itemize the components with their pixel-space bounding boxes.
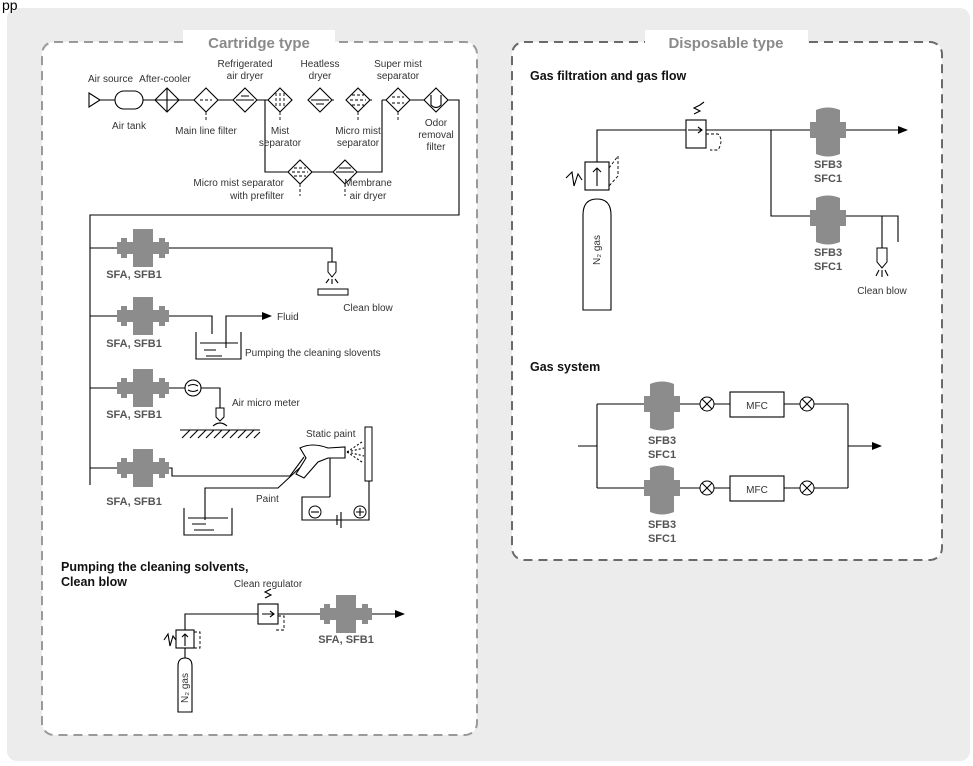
label-pumping: Pumping the cleaning slovents	[245, 348, 381, 359]
supply-chain-labels: Air source . After-cooler Refrigerated a…	[88, 59, 454, 202]
gf-clean-blow: Clean blow	[857, 286, 907, 297]
regulator-symbol	[685, 119, 707, 149]
label-air-source: Air source	[88, 74, 133, 85]
label-mist-sep-1: Mist	[271, 126, 290, 137]
refrigerated-dryer-symbol	[232, 87, 258, 113]
cartridge-title: Cartridge type	[208, 35, 310, 52]
air-tank-symbol	[114, 90, 144, 110]
label-super-mist-1: Super mist	[374, 59, 422, 70]
label-clean-regulator: Clean regulator	[234, 579, 303, 590]
blow-nozzle-icon	[327, 261, 337, 278]
label-main-line-filter: Main line filter	[175, 126, 237, 137]
label-micro-prefilter-1: Micro mist separator	[193, 178, 284, 189]
label-micro-prefilter-2: with prefilter	[229, 191, 285, 202]
label-micro-mist-1: Micro mist	[335, 126, 381, 137]
valve-icon	[799, 396, 815, 412]
heatless-dryer-symbol	[307, 87, 333, 113]
gauge-icon	[184, 379, 202, 397]
label-paint: Paint	[256, 494, 279, 505]
gs-model-1a: SFB3	[648, 435, 676, 447]
label-clean-blow: Clean blow	[343, 303, 393, 314]
disposable-title: Disposable type	[668, 35, 783, 52]
label-refrigerated-2: air dryer	[227, 71, 264, 82]
sub-model: SFA, SFB1	[318, 634, 374, 646]
odor-removal-filter-symbol	[423, 87, 449, 113]
label-fluid: Fluid	[277, 312, 299, 323]
label-odor-2: removal	[418, 130, 454, 141]
branch-air-micro-meter: SFA, SFB1 Air micro meter	[90, 369, 300, 439]
branch-clean-blow: SFA, SFB1 Clean blow	[90, 229, 394, 314]
gas-filtration-heading: Gas filtration and gas flow	[530, 69, 687, 83]
sub-diagram-clean-regulator: Pumping the cleaning solvents, Clean blo…	[61, 560, 405, 713]
gas-system-heading: Gas system	[530, 360, 600, 374]
label-membrane-1: Membrane	[344, 178, 392, 189]
mist-separator-symbol	[267, 87, 293, 122]
label-heatless-1: Heatless	[301, 59, 340, 70]
label-refrigerated-1: Refrigerated	[217, 59, 272, 70]
gf-model-1b: SFC1	[814, 173, 842, 185]
label-odor-3: filter	[427, 142, 447, 153]
gs-model-1b: SFC1	[648, 449, 676, 461]
mfc-box-1	[729, 391, 785, 418]
label-micro-mist-2: separator	[337, 138, 380, 149]
gs-model-2b: SFC1	[648, 533, 676, 545]
label-air-micro-meter: Air micro meter	[232, 398, 300, 409]
mfc-label-1: MFC	[746, 401, 768, 412]
micro-mist-separator-symbol	[345, 87, 371, 122]
super-mist-separator-symbol	[385, 87, 411, 121]
branch-3-model: SFA, SFB1	[106, 409, 162, 421]
gf-model-2a: SFB3	[814, 247, 842, 259]
paint-gun-icon	[295, 444, 346, 479]
membrane-dryer-symbol	[332, 159, 358, 196]
cartridge-panel: Cartridge type	[41, 30, 478, 736]
sub-n2-gas: N₂ gas	[180, 673, 191, 703]
label-mist-sep-2: separator	[259, 138, 302, 149]
supply-chain	[88, 87, 460, 485]
sub-heading-2: Clean blow	[61, 575, 127, 589]
valve-icon	[699, 396, 715, 412]
main-line-filter-symbol	[193, 87, 219, 120]
gf-regulator-lower	[584, 161, 610, 191]
branch-static-paint: SFA, SFB1 Static paint Paint	[90, 426, 373, 536]
paint-target	[364, 426, 373, 482]
gas-filtration-section: Gas filtration and gas flow SFB3 SFC1 SF…	[530, 69, 908, 311]
branch-pumping: SFA, SFB1 Fluid Pumping the cleaning slo…	[90, 297, 381, 360]
micro-mist-prefilter-symbol	[287, 159, 313, 196]
after-cooler-symbol	[154, 87, 180, 113]
label-heatless-2: dryer	[309, 71, 332, 82]
branch-4-model: SFA, SFB1	[106, 496, 162, 508]
disposable-panel: Disposable type	[511, 30, 943, 561]
label-static-paint: Static paint	[306, 429, 356, 440]
branch-2-model: SFA, SFB1	[106, 338, 162, 350]
branch-1-model: SFA, SFB1	[106, 269, 162, 281]
valve-icon	[699, 480, 715, 496]
label-super-mist-2: separator	[377, 71, 420, 82]
label-membrane-2: air dryer	[350, 191, 387, 202]
blow-plate	[317, 288, 349, 296]
header-text: pp	[2, 0, 18, 13]
sub-heading-1: Pumping the cleaning solvents,	[61, 560, 249, 574]
n2-cylinder	[582, 198, 612, 311]
gas-system-section: Gas system SFB3 SFC1 SFB3 SFC1 MFC MFC	[530, 360, 882, 545]
gs-model-2a: SFB3	[648, 519, 676, 531]
label-after-cooler: After-cooler	[139, 74, 191, 85]
gf-n2-gas: N₂ gas	[592, 235, 603, 265]
valve-icon	[799, 480, 815, 496]
gf-blow-nozzle-icon	[876, 247, 888, 269]
n2-cylinder-small	[177, 657, 193, 713]
gf-model-2b: SFC1	[814, 261, 842, 273]
mfc-box-2	[729, 475, 785, 502]
air-source-symbol	[88, 91, 102, 109]
label-air-tank: Air tank	[112, 121, 147, 132]
label-odor-1: Odor	[425, 118, 448, 129]
mfc-label-2: MFC	[746, 485, 768, 496]
gf-model-1a: SFB3	[814, 159, 842, 171]
